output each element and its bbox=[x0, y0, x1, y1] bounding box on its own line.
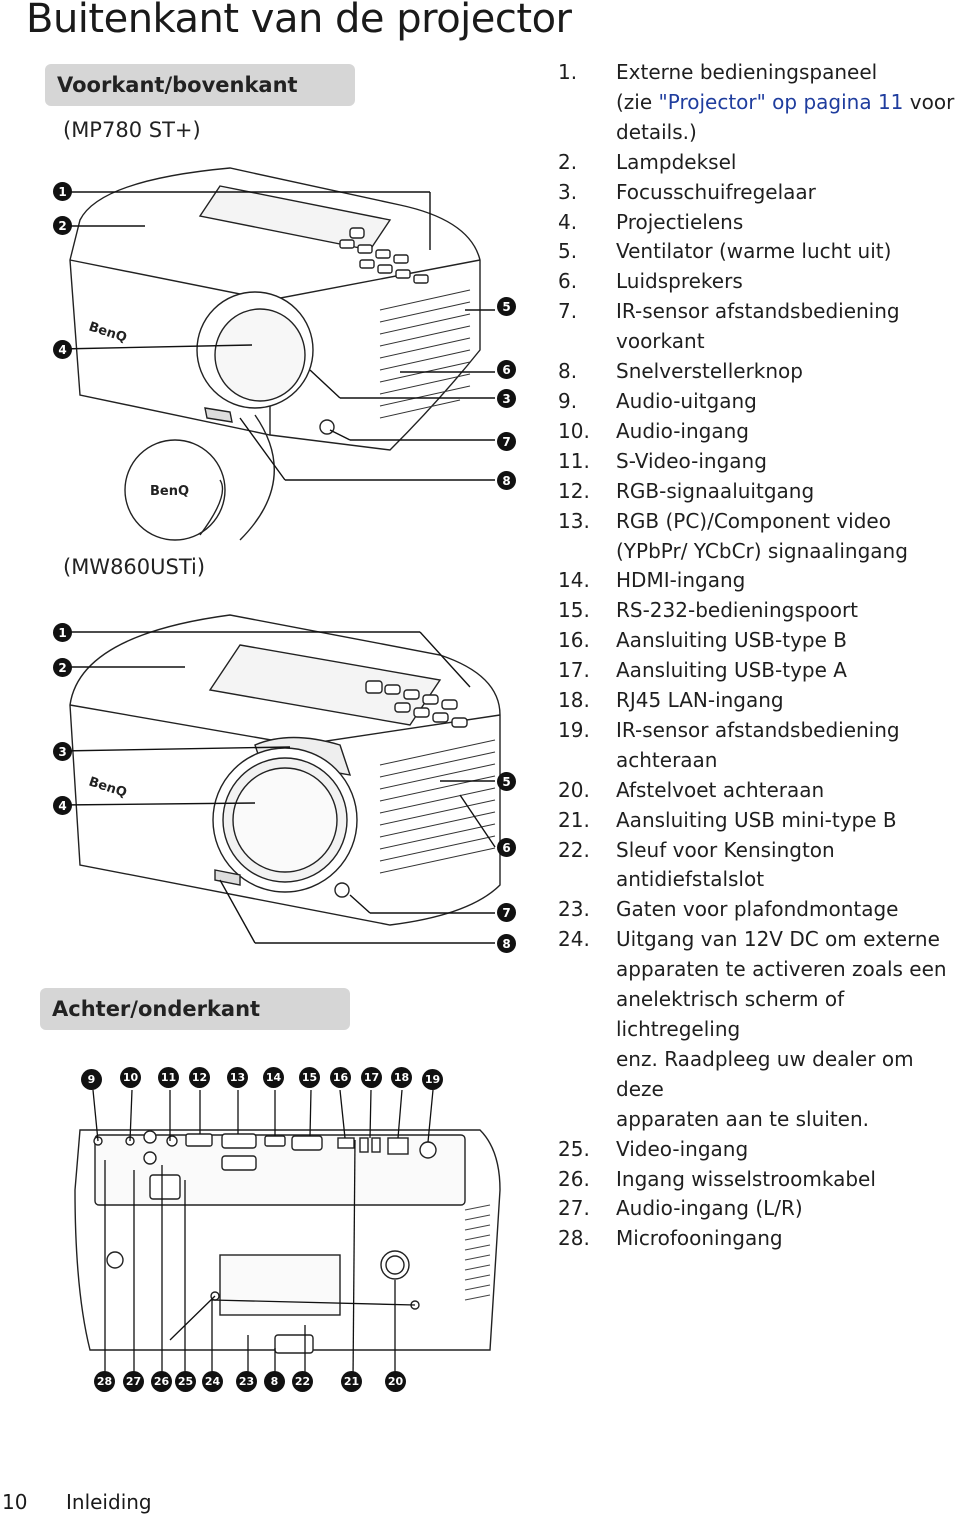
projector-front-figure-2: BenQ bbox=[59, 614, 501, 944]
list-item-cont: voorkant bbox=[616, 329, 705, 354]
list-item: 8.Snelverstellerknop bbox=[558, 359, 803, 384]
projector-back-figure bbox=[74, 1090, 501, 1380]
list-item: 24.Uitgang van 12V DC om externe bbox=[558, 927, 940, 952]
list-item: 26.Ingang wisselstroomkabel bbox=[558, 1166, 876, 1191]
section-front: Voorkant/bovenkant bbox=[45, 64, 355, 106]
callout-fig2-7: 7 bbox=[497, 903, 516, 922]
list-item-cont: apparaten aan te sluiten. bbox=[616, 1106, 869, 1131]
callout-fig1-5: 5 bbox=[497, 297, 516, 316]
callout-back-23: 23 bbox=[236, 1371, 257, 1392]
callout-fig1-7: 7 bbox=[497, 432, 516, 451]
list-item-cont: (YPbPr/ YCbCr) signaalingang bbox=[616, 538, 908, 563]
section-back: Achter/onderkant bbox=[40, 988, 350, 1030]
brand-logo-cap: BenQ bbox=[150, 484, 189, 499]
model-label-mp780: (MP780 ST+) bbox=[63, 118, 201, 142]
list-item: 13.RGB (PC)/Component video bbox=[558, 508, 891, 533]
callout-fig1-2: 2 bbox=[53, 216, 72, 235]
list-item: 23.Gaten voor plafondmontage bbox=[558, 897, 899, 922]
list-item: 6.Luidsprekers bbox=[558, 269, 743, 294]
page-title: Buitenkant van de projector bbox=[26, 0, 572, 42]
callout-back-28: 28 bbox=[94, 1371, 115, 1392]
list-item: 5.Ventilator (warme lucht uit) bbox=[558, 239, 892, 264]
callout-back-10: 10 bbox=[120, 1067, 141, 1088]
callout-back-27: 27 bbox=[123, 1371, 144, 1392]
page-link[interactable]: "Projector" op pagina 11 bbox=[658, 89, 904, 114]
parts-list: 1.Externe bedieningspaneel (zie "Project… bbox=[558, 58, 960, 1254]
callout-fig2-2: 2 bbox=[53, 658, 72, 677]
callout-fig1-6: 6 bbox=[497, 360, 516, 379]
list-item: 22.Sleuf voor Kensington bbox=[558, 837, 835, 862]
list-item: 17.Aansluiting USB-type A bbox=[558, 658, 847, 683]
model-label-mw860: (MW860USTi) bbox=[63, 555, 206, 579]
footer-page-number: 10 bbox=[2, 1490, 28, 1514]
list-item: 11.S-Video-ingang bbox=[558, 448, 767, 473]
list-item: 10.Audio-ingang bbox=[558, 418, 749, 443]
callout-fig2-3: 3 bbox=[53, 742, 72, 761]
callout-fig1-4: 4 bbox=[53, 340, 72, 359]
callout-back-19: 19 bbox=[422, 1069, 443, 1090]
list-item: 14.HDMI-ingang bbox=[558, 568, 746, 593]
list-item-cont: enz. Raadpleeg uw dealer om deze bbox=[616, 1046, 914, 1101]
callout-back-26: 26 bbox=[151, 1371, 172, 1392]
callout-back-11: 11 bbox=[158, 1067, 179, 1088]
list-item: 25.Video-ingang bbox=[558, 1136, 749, 1161]
callout-fig2-6: 6 bbox=[497, 838, 516, 857]
callout-fig2-8: 8 bbox=[497, 934, 516, 953]
list-item-cont: details.) bbox=[616, 119, 697, 144]
list-item-cont: antidiefstalslot bbox=[616, 867, 765, 892]
list-item: 12.RGB-signaaluitgang bbox=[558, 478, 815, 503]
callout-back-18: 18 bbox=[391, 1067, 412, 1088]
projector-front-figure-1: BenQ BenQ bbox=[59, 167, 495, 541]
callout-back-13: 13 bbox=[227, 1067, 248, 1088]
list-item: 15.RS-232-bedieningspoort bbox=[558, 598, 859, 623]
list-item: 27.Audio-ingang (L/R) bbox=[558, 1196, 803, 1221]
callout-back-25: 25 bbox=[175, 1371, 196, 1392]
callout-fig1-1: 1 bbox=[53, 182, 72, 201]
list-item: 20.Afstelvoet achteraan bbox=[558, 777, 825, 802]
callout-back-12: 12 bbox=[189, 1067, 210, 1088]
list-item: 3.Focusschuifregelaar bbox=[558, 179, 816, 204]
callout-back-8: 8 bbox=[264, 1371, 285, 1392]
list-item: 2.Lampdeksel bbox=[558, 149, 737, 174]
callout-fig1-8: 8 bbox=[497, 471, 516, 490]
list-item: 18.RJ45 LAN-ingang bbox=[558, 688, 784, 713]
list-item-cont: apparaten te activeren zoals een bbox=[616, 957, 947, 982]
list-item: 1.Externe bedieningspaneel bbox=[558, 60, 878, 84]
list-item: 7.IR-sensor afstandsbediening bbox=[558, 299, 900, 324]
callout-back-22: 22 bbox=[292, 1371, 313, 1392]
callout-back-17: 17 bbox=[361, 1067, 382, 1088]
callout-back-9: 9 bbox=[81, 1069, 102, 1090]
footer-section-label: Inleiding bbox=[66, 1490, 152, 1514]
list-item-cont: anelektrisch scherm of lichtregeling bbox=[616, 987, 845, 1041]
list-item: 4.Projectielens bbox=[558, 209, 744, 234]
callout-back-20: 20 bbox=[385, 1371, 406, 1392]
list-item-cont: (zie "Projector" op pagina 11 voor bbox=[616, 89, 955, 114]
list-item: 16.Aansluiting USB-type B bbox=[558, 628, 847, 653]
list-item: 9.Audio-uitgang bbox=[558, 388, 757, 413]
callout-back-14: 14 bbox=[263, 1067, 284, 1088]
callout-back-15: 15 bbox=[299, 1067, 320, 1088]
callout-back-16: 16 bbox=[330, 1067, 351, 1088]
callout-fig2-1: 1 bbox=[53, 623, 72, 642]
list-item-cont: achteraan bbox=[616, 747, 718, 772]
callout-fig1-3: 3 bbox=[497, 389, 516, 408]
list-item: 28.Microfooningang bbox=[558, 1226, 783, 1251]
callout-back-24: 24 bbox=[202, 1371, 223, 1392]
callout-back-21: 21 bbox=[341, 1371, 362, 1392]
callout-fig2-4: 4 bbox=[53, 796, 72, 815]
list-item: 21.Aansluiting USB mini-type B bbox=[558, 807, 897, 832]
callout-fig2-5: 5 bbox=[497, 772, 516, 791]
list-item: 19.IR-sensor afstandsbediening bbox=[558, 717, 900, 742]
